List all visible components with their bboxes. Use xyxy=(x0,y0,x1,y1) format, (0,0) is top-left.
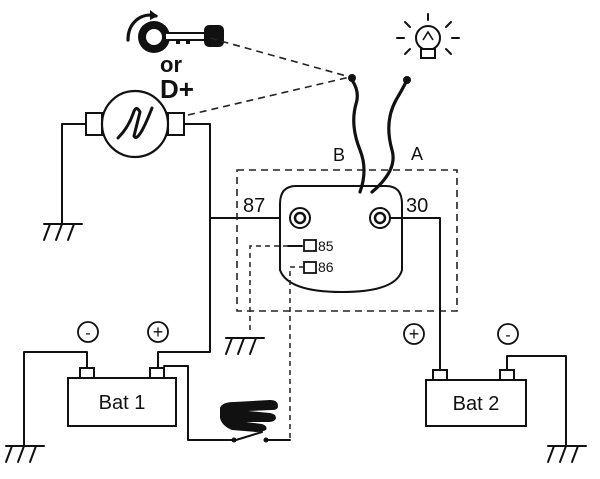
bat2-positive-symbol: + xyxy=(403,323,425,345)
wire-b xyxy=(350,78,366,194)
wire-b-label: B xyxy=(333,145,345,165)
bat2-ground-wire xyxy=(506,355,567,447)
terminal-85 xyxy=(287,239,317,252)
or-label: or xyxy=(160,52,182,77)
dplus-signal-dash xyxy=(187,76,351,116)
alternator-icon xyxy=(85,89,185,159)
terminal-85-label: 85 xyxy=(318,238,334,254)
bat1-positive-symbol: + xyxy=(147,321,169,343)
terminal-86-switch-dash xyxy=(289,266,304,440)
bat1-ground-wire xyxy=(23,351,88,447)
relay-30-bat2-wire xyxy=(389,217,441,371)
terminal-86-label: 86 xyxy=(318,259,334,275)
hand-switch-contact xyxy=(235,431,263,441)
lamp-icon xyxy=(396,13,460,59)
ground-icon xyxy=(547,445,587,463)
bat1-switch-wire xyxy=(163,365,233,441)
d-plus-label: D+ xyxy=(160,74,194,104)
wire-a xyxy=(370,80,408,194)
bat2-negative-symbol: - xyxy=(497,323,519,345)
bat1-negative-symbol: - xyxy=(77,321,99,343)
wire-a-label: A xyxy=(411,144,423,164)
relay-body xyxy=(279,185,403,294)
ground-icon xyxy=(43,223,83,241)
svg-text:-: - xyxy=(85,325,90,342)
terminal-30-stud xyxy=(369,207,391,229)
ignition-key-icon xyxy=(126,10,224,53)
battery-1-label: Bat 1 xyxy=(99,392,146,414)
battery-2-label: Bat 2 xyxy=(453,393,500,415)
battery-1 xyxy=(67,367,177,427)
terminal-87-stud xyxy=(289,207,311,229)
terminal-87-label: 87 xyxy=(243,195,265,217)
battery-2 xyxy=(425,369,527,427)
key-signal-dash xyxy=(209,37,351,78)
terminal-85-ground-dash xyxy=(249,245,288,330)
ground-icon xyxy=(5,445,45,463)
ground-icon xyxy=(225,337,265,355)
terminal-30-label: 30 xyxy=(406,195,428,217)
hand-switch-icon xyxy=(220,400,278,432)
terminal-86 xyxy=(303,261,317,274)
alternator-ground-wire xyxy=(61,123,87,225)
svg-text:+: + xyxy=(409,324,420,344)
svg-text:+: + xyxy=(153,322,164,342)
relay-enclosure xyxy=(236,169,458,312)
svg-text:-: - xyxy=(505,327,510,344)
alternator-bat1-wire xyxy=(157,123,211,369)
